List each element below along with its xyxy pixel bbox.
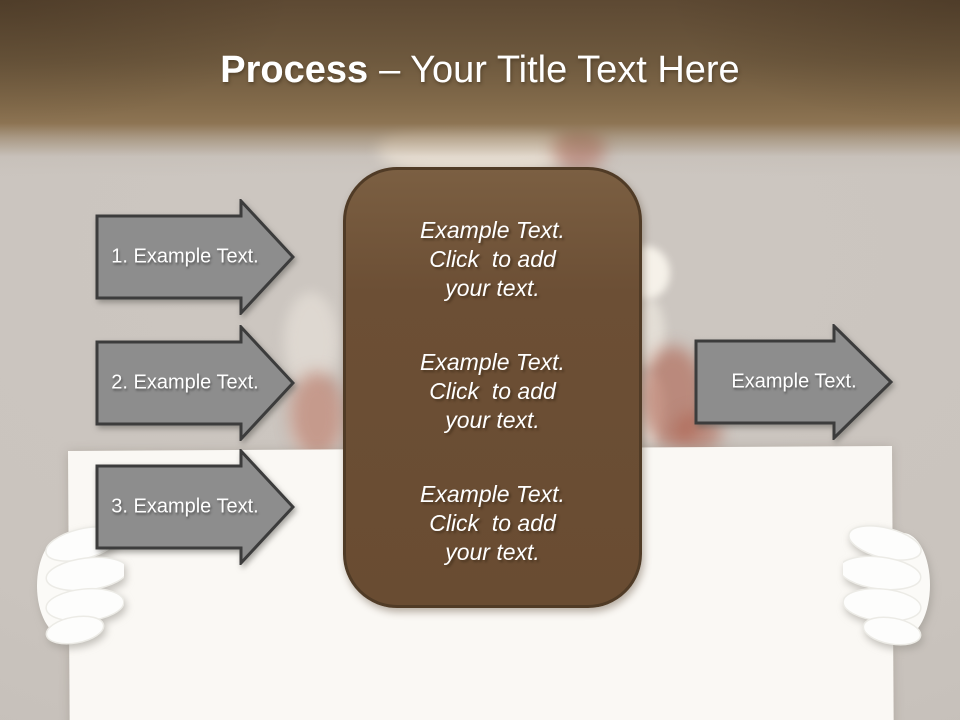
paragraph-1-line-3: your text.	[445, 275, 540, 301]
process-arrow-step-2: 2. Example Text.	[95, 325, 295, 441]
placeholder-paragraphs: Example Text. Click to add your text. Ex…	[346, 170, 639, 567]
santa-right-glove	[843, 525, 930, 646]
paragraph-1-line-1: Example Text.	[420, 217, 565, 243]
arrow-right-shape	[694, 324, 894, 440]
placeholder-paragraph-3: Example Text. Click to add your text.	[356, 480, 629, 567]
process-arrow-step-1: 1. Example Text.	[95, 199, 295, 315]
paragraph-2-line-1: Example Text.	[420, 349, 565, 375]
step-2-label: 2. Example Text.	[111, 371, 259, 394]
step-1-label: 1. Example Text.	[111, 245, 259, 268]
output-arrow-label: Example Text.	[731, 370, 857, 393]
process-arrow-step-3: 3. Example Text.	[95, 449, 295, 565]
process-output-arrow: Example Text.	[694, 324, 894, 440]
arrow-right-shape	[95, 325, 295, 441]
slide-title-emphasis: Process	[220, 49, 369, 91]
arrow-right-shape	[95, 449, 295, 565]
slide-title: Process – Your Title Text Here	[0, 50, 960, 90]
header-gradient-band	[0, 0, 960, 176]
step-3-label: 3. Example Text.	[111, 495, 259, 518]
paragraph-3-line-3: your text.	[445, 539, 540, 565]
slide-title-rest: – Your Title Text Here	[379, 49, 740, 91]
placeholder-paragraph-1: Example Text. Click to add your text.	[356, 216, 629, 303]
paragraph-2-line-3: your text.	[445, 407, 540, 433]
paragraph-1-line-2: Click to add	[429, 246, 556, 272]
center-text-placeholder-box: Example Text. Click to add your text. Ex…	[343, 167, 642, 608]
arrow-right-shape	[95, 199, 295, 315]
paragraph-2-line-2: Click to add	[429, 378, 556, 404]
placeholder-paragraph-2: Example Text. Click to add your text.	[356, 348, 629, 435]
santa-left-glove	[37, 526, 124, 645]
paragraph-3-line-2: Click to add	[429, 510, 556, 536]
santa-red-suit-left	[290, 372, 344, 458]
paragraph-3-line-1: Example Text.	[420, 481, 565, 507]
